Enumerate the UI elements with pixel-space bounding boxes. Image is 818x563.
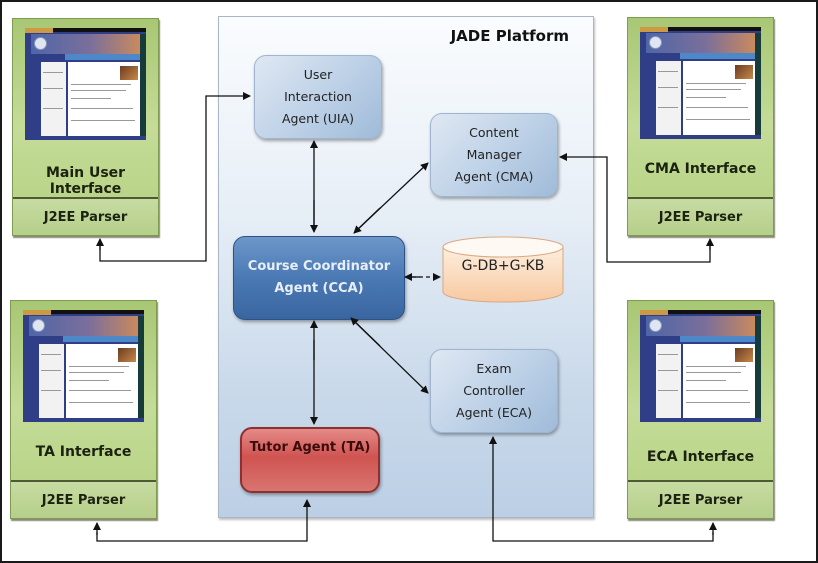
interface-label: TA Interface xyxy=(35,444,132,460)
interface-label: Main User Interface xyxy=(45,165,126,197)
database-label: G-DB+G-KB xyxy=(461,258,545,274)
course-coordinator-agent[interactable]: Course Coordinator Agent (CCA) xyxy=(233,236,405,320)
web-page-thumbnail xyxy=(25,28,146,140)
ta-interface[interactable]: TA Interface J2EE Parser xyxy=(10,300,157,519)
ta-label: Tutor Agent (TA) xyxy=(249,440,371,455)
web-page-thumbnail xyxy=(23,310,144,422)
user-interaction-agent[interactable]: User Interaction Agent (UIA) xyxy=(254,55,382,139)
interface-label: ECA Interface xyxy=(646,449,755,465)
connector-main-ui-uia xyxy=(99,92,251,262)
eca-interface[interactable]: ECA Interface J2EE Parser xyxy=(627,300,774,519)
tutor-agent[interactable]: Tutor Agent (TA) xyxy=(240,427,380,493)
uia-label: User Interaction Agent (UIA) xyxy=(281,67,355,126)
j2ee-parser[interactable]: J2EE Parser xyxy=(628,197,773,235)
interface-label: CMA Interface xyxy=(644,161,757,177)
arrowhead-cca-cma-start xyxy=(353,207,381,234)
content-manager-agent[interactable]: Content Manager Agent (CMA) xyxy=(430,113,558,197)
connector-ta-interface-ta xyxy=(96,499,311,542)
cca-label: Course Coordinator Agent (CCA) xyxy=(247,259,391,296)
j2ee-parser[interactable]: J2EE Parser xyxy=(11,480,156,518)
main-user-interface[interactable]: Main User Interface J2EE Parser xyxy=(12,18,159,236)
eca-label: Exam Controller Agent (ECA) xyxy=(456,361,532,420)
exam-controller-agent[interactable]: Exam Controller Agent (ECA) xyxy=(430,349,558,433)
web-page-thumbnail xyxy=(640,27,761,139)
cma-label: Content Manager Agent (CMA) xyxy=(454,125,534,184)
database-cylinder[interactable]: G-DB+G-KB xyxy=(442,236,564,304)
platform-title: JADE Platform xyxy=(450,27,569,45)
connector-cma-interface-cma xyxy=(559,153,711,263)
database-icon xyxy=(442,236,564,303)
arrowhead-cca-eca-start xyxy=(350,317,381,347)
web-page-thumbnail xyxy=(640,310,761,422)
j2ee-parser[interactable]: J2EE Parser xyxy=(628,480,773,518)
cma-interface[interactable]: CMA Interface J2EE Parser xyxy=(627,17,774,236)
connector-eca-interface-eca xyxy=(489,436,714,542)
j2ee-parser[interactable]: J2EE Parser xyxy=(13,197,158,235)
